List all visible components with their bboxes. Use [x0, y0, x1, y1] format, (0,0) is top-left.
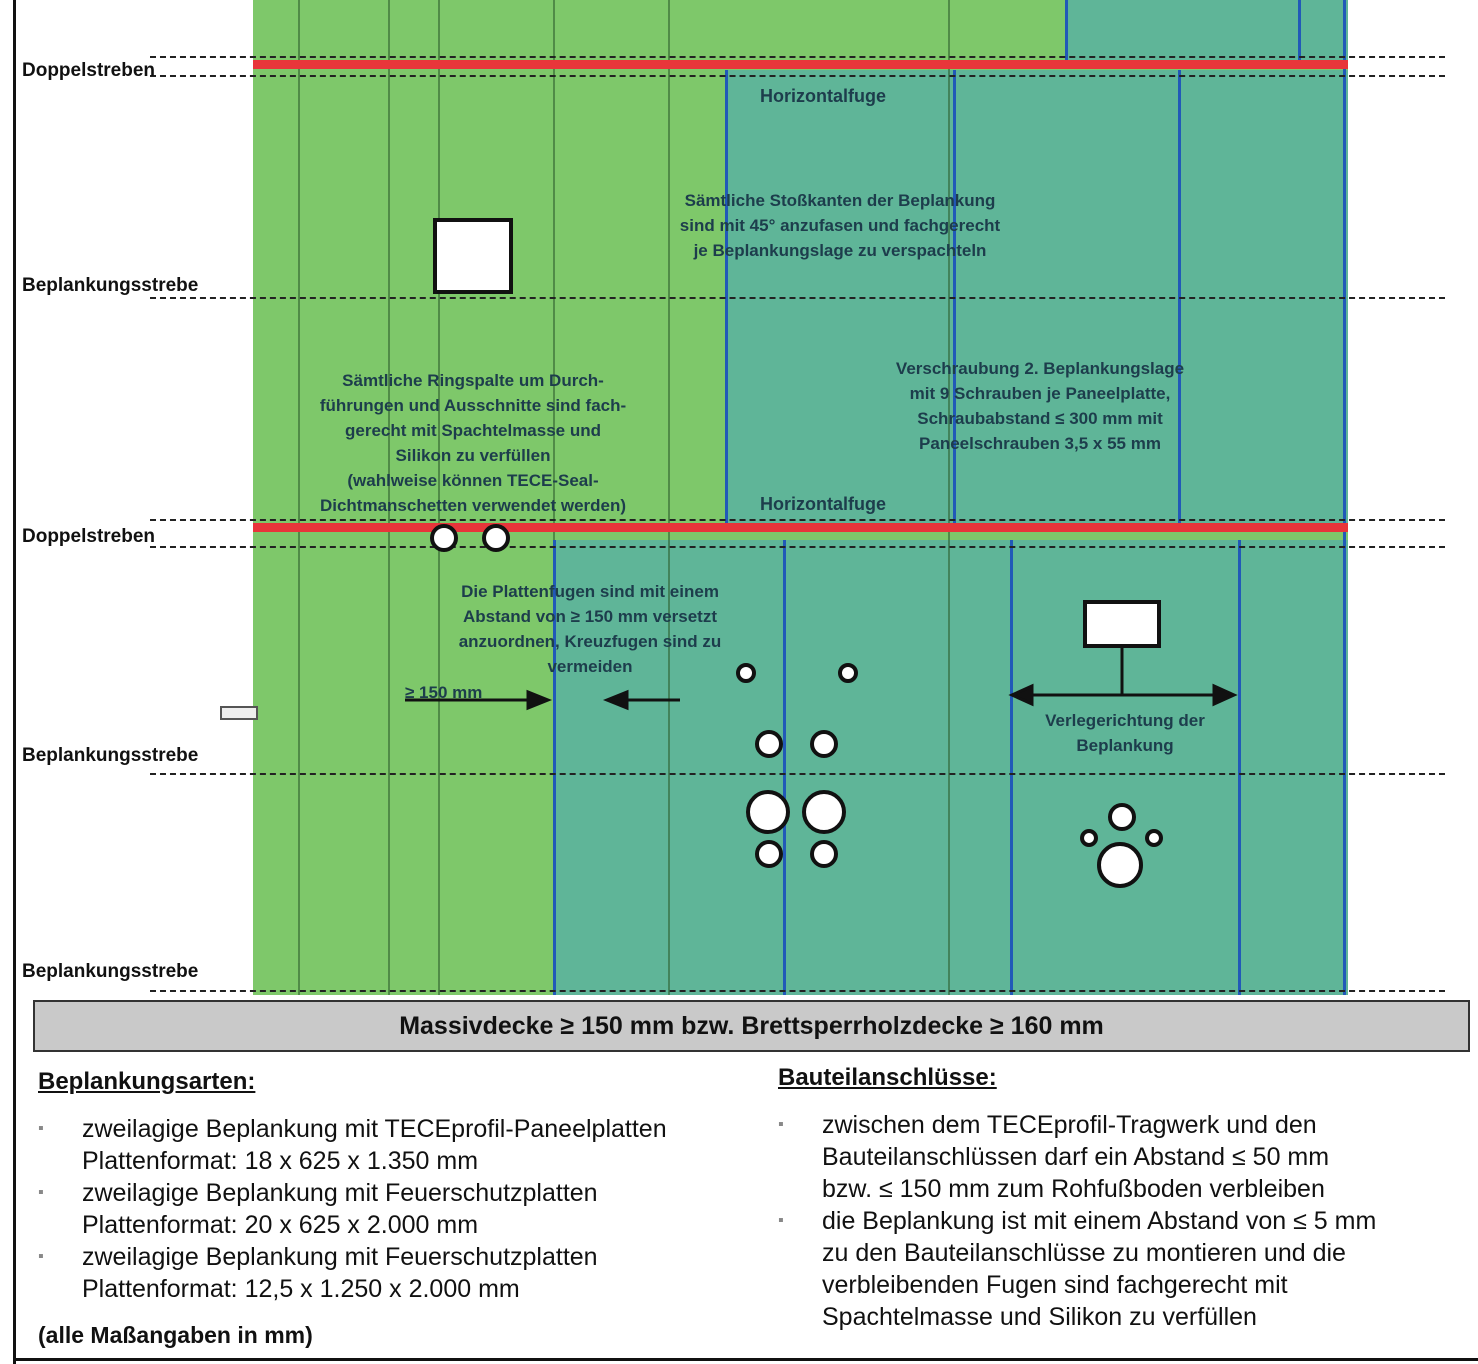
horizontal-joint-label: Horizontalfuge	[760, 86, 886, 106]
strut-line	[150, 519, 1445, 521]
direction-label: Verlegerichtung der Beplankung	[1045, 711, 1205, 755]
pipe-hole	[755, 840, 783, 868]
strut-line	[150, 56, 1445, 58]
label-beplankungsstrebe-3: Beplankungsstrebe	[22, 961, 199, 982]
label-beplankungsstrebe-1: Beplankungsstrebe	[22, 275, 199, 296]
list-item: zweilagige Beplankung mit TECEprofil-Pan…	[38, 1113, 778, 1177]
panel-joint-line	[1010, 540, 1013, 995]
strut-line	[150, 546, 1445, 548]
double-strut-top	[253, 60, 1348, 69]
panel-zone-top	[1065, 0, 1348, 62]
pipe-hole	[482, 524, 510, 552]
label-beplankungsstrebe-2: Beplankungsstrebe	[22, 745, 199, 766]
heading-bauteilanschluesse: Bauteilanschlüsse:	[778, 1064, 997, 1091]
opening-square	[433, 218, 513, 294]
horizontal-joint-label: Horizontalfuge	[760, 494, 886, 514]
list-bauteilanschluesse: zwischen dem TECEprofil-Tragwerk und den…	[778, 1109, 1473, 1333]
note-edge-chamfer: Sämtliche Stoßkanten der Beplankung sind…	[679, 191, 1001, 260]
panel-joint-line	[953, 70, 956, 530]
pipe-hole	[430, 524, 458, 552]
offset-label: ≥ 150 mm	[405, 683, 483, 702]
stud-line	[438, 0, 440, 995]
stud-line	[668, 0, 670, 995]
pipe-hole	[810, 840, 838, 868]
floor-slab-label: Massivdecke ≥ 150 mm bzw. Brettsperrholz…	[33, 1000, 1470, 1052]
label-doppelstreben-middle: Doppelstreben	[22, 526, 156, 547]
panel-joint-line	[1343, 0, 1346, 995]
stud-line	[298, 0, 300, 995]
opening-rectangle	[1083, 600, 1161, 648]
panel-zone-upper	[725, 70, 1348, 530]
pipe-hole	[736, 663, 756, 683]
strut-line	[150, 297, 1445, 299]
list-item: zwischen dem TECEprofil-Tragwerk und den…	[778, 1109, 1473, 1205]
pipe-hole	[1097, 842, 1143, 888]
side-connector	[220, 706, 258, 720]
list-item: zweilagige Beplankung mit Feuerschutzpla…	[38, 1241, 778, 1305]
heading-beplankungsarten: Beplankungsarten:	[38, 1068, 256, 1095]
pipe-hole	[1080, 829, 1098, 847]
pipe-hole	[838, 663, 858, 683]
strut-line	[150, 990, 1445, 992]
pipe-hole	[802, 790, 846, 834]
panel-joint-line	[1178, 70, 1181, 530]
list-item: die Beplankung ist mit einem Abstand von…	[778, 1205, 1473, 1333]
pipe-hole	[1108, 803, 1136, 831]
stud-line	[948, 0, 950, 995]
stud-line	[388, 0, 390, 995]
panel-joint-line	[725, 70, 728, 530]
stud-line	[553, 0, 555, 995]
note-plate-joints: Die Plattenfugen sind mit einem Abstand …	[458, 582, 722, 676]
strut-line	[150, 75, 1445, 77]
list-item: zweilagige Beplankung mit Feuerschutzpla…	[38, 1177, 778, 1241]
frame-left-border	[13, 0, 16, 1364]
panel-joint-line	[1238, 540, 1241, 995]
label-doppelstreben-top: Doppelstreben	[22, 60, 156, 81]
list-beplankungsarten: zweilagige Beplankung mit TECEprofil-Pan…	[38, 1113, 778, 1305]
wall-panel	[253, 0, 1348, 995]
note-ring-gaps: Sämtliche Ringspalte um Durch- führungen…	[319, 371, 627, 515]
panel-joint-line	[1065, 0, 1068, 62]
frame-bottom-border	[13, 1358, 1478, 1361]
double-strut-middle	[253, 523, 1348, 532]
panel-joint-line	[1298, 0, 1301, 62]
pipe-hole	[755, 730, 783, 758]
panel-joint-line	[553, 540, 556, 995]
note-screwing: Verschraubung 2. Beplankungslage mit 9 S…	[895, 359, 1185, 453]
footnote-units: (alle Maßangaben in mm)	[38, 1322, 313, 1348]
pipe-hole	[1145, 829, 1163, 847]
pipe-hole	[810, 730, 838, 758]
panel-zone-lower	[553, 540, 1348, 995]
panel-joint-line	[783, 540, 786, 995]
pipe-hole	[746, 790, 790, 834]
strut-line	[150, 773, 1445, 775]
